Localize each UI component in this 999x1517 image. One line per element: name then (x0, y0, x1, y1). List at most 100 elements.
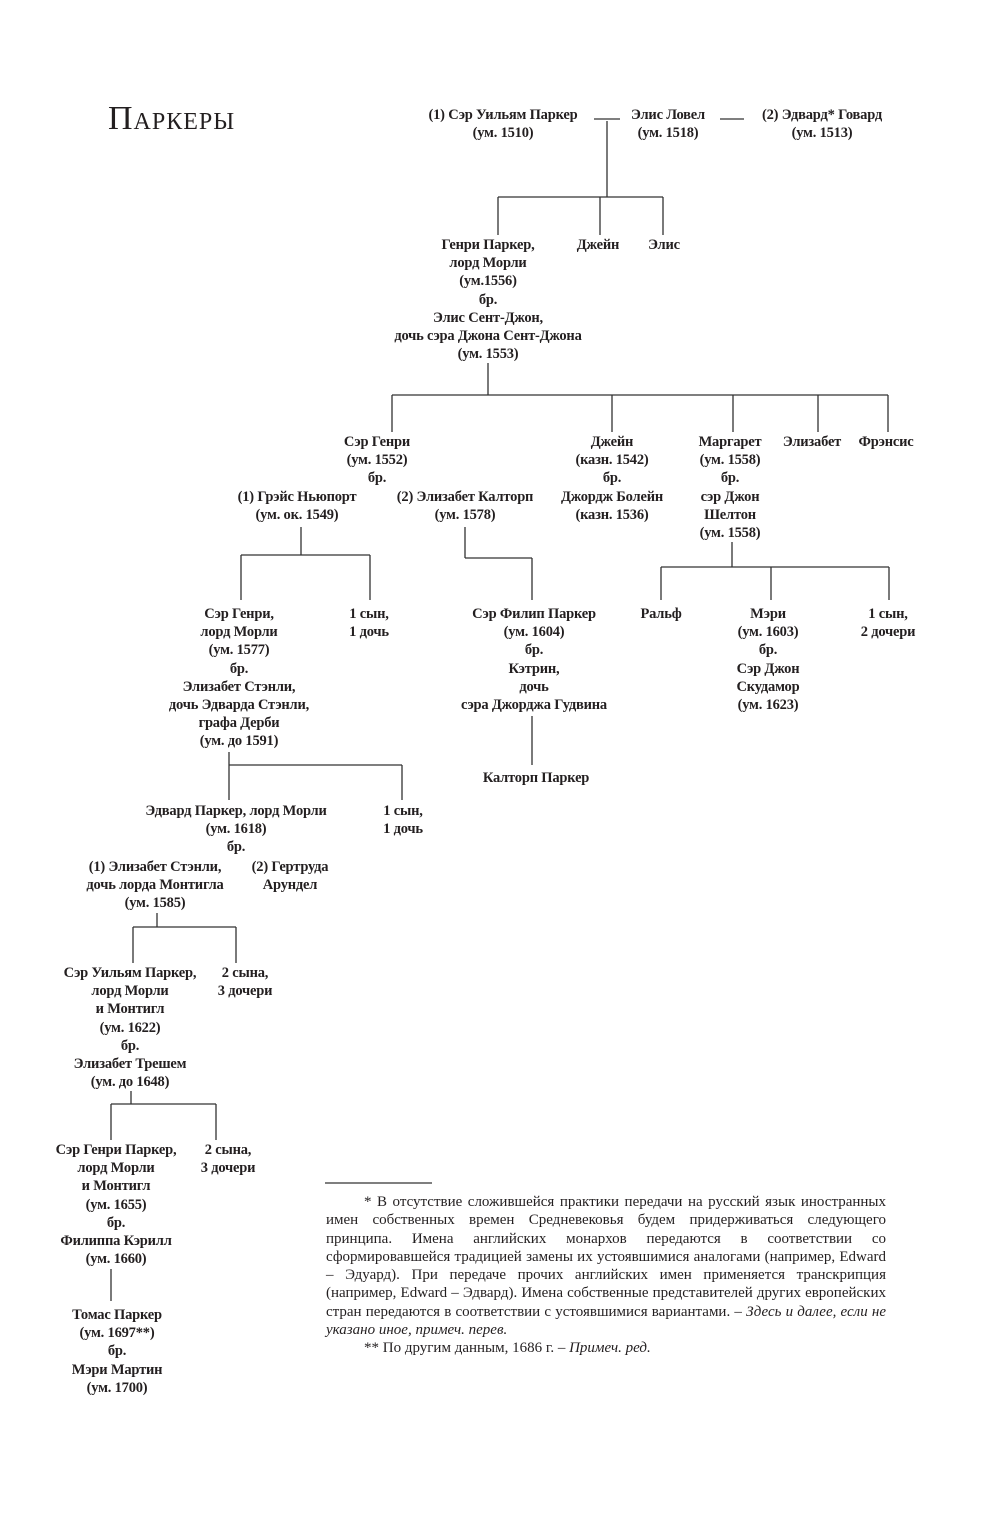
node-line: Маргарет (698, 434, 762, 450)
node-line: (ум. 1623) (737, 697, 799, 714)
node-line: (ум. до 1591) (199, 733, 279, 750)
node-line: Сэр Уильям Паркер, (63, 965, 197, 981)
node-line: (ум.1556) (459, 273, 517, 290)
node-line: Филиппа Кэрилл (60, 1233, 172, 1250)
node-line: Фрэнсис (858, 434, 914, 450)
footnote-2: ** По другим данным, 1686 г. – Примеч. р… (364, 1340, 651, 1357)
node-line: лорд Морли (77, 1160, 155, 1177)
node-line: 1 дочь (349, 624, 389, 641)
children-count-1: 1 сын, 1 дочь (349, 605, 389, 641)
node-line: бр. (720, 470, 740, 487)
node-line: Джейн (576, 237, 620, 253)
node-line: (ум. 1622) (99, 1019, 161, 1036)
node-line: (ум. 1585) (124, 895, 186, 912)
node-line: (ум. 1553) (457, 346, 519, 363)
node-line: (ум. 1518) (637, 125, 699, 142)
node-line: Сэр Филип Паркер (472, 606, 596, 622)
node-line: Сэр Генри Паркер, (55, 1142, 177, 1158)
page-title: Паркеры (108, 100, 236, 137)
node-line: Сэр Джон (736, 660, 800, 677)
node-line: лорд Морли (200, 624, 278, 641)
node-line: Шелтон (704, 506, 756, 523)
person-henry-3: Сэр Генри,лорд Морли(ум. 1577)бр.Элизабе… (169, 605, 309, 751)
node-line: (ум. 1655) (85, 1196, 147, 1213)
node-line: Джейн (590, 434, 634, 450)
node-line: 2 дочери (860, 624, 916, 641)
person-ralph: Ральф (640, 605, 681, 623)
node-line: 1 сын, (868, 606, 908, 622)
node-line: (ум. 1603) (737, 624, 799, 641)
node-line: лорд Морли (91, 983, 169, 1000)
node-line: 2 сына, (221, 965, 269, 981)
node-line: (ум. 1697**) (79, 1325, 155, 1342)
node-line: Элизабет (782, 434, 842, 450)
person-elizabeth-stanley: (1) Элизабет Стэнли, дочь лорда Монтигла(… (86, 858, 223, 913)
node-line: и Монтигл (81, 1178, 151, 1195)
node-line: Элизабет Трешем (73, 1056, 187, 1073)
node-line: дочь лорда Монтигла (86, 877, 224, 894)
node-line: Элис (648, 237, 680, 253)
node-line: (ум. 1510) (472, 125, 534, 142)
node-line: (ум. 1513) (791, 125, 853, 142)
node-line: Томас Паркер (72, 1307, 162, 1323)
person-henry-parker-1: Генри Паркер,лорд Морли(ум.1556)бр.Элис … (394, 236, 581, 363)
footnotes: * В отсутствие сложившейся практики пере… (326, 1193, 886, 1358)
node-line: 3 дочери (200, 1160, 256, 1177)
node-line: лорд Морли (449, 255, 527, 272)
node-line: (казн. 1542) (575, 452, 649, 469)
node-line: Джордж Болейн (560, 488, 664, 505)
node-line: Калторп Паркер (482, 770, 590, 786)
node-line: Ральф (640, 606, 682, 622)
person-philip-parker: Сэр Филип Паркер(ум. 1604)бр.Кэтрин,дочь… (461, 605, 607, 714)
person-edward-parker: Эдвард Паркер, лорд Морли(ум. 1618)бр. (145, 802, 326, 857)
node-line: (ум. 1577) (208, 642, 270, 659)
node-line: Кэтрин, (508, 660, 560, 677)
node-line: бр. (106, 1214, 126, 1231)
node-line: 2 сына, (204, 1142, 252, 1158)
children-count-3: 1 сын,1 дочь (383, 802, 423, 838)
children-count-2: 1 сын, 2 дочери (861, 605, 916, 641)
node-line: бр. (524, 642, 544, 659)
person-frances: Фрэнсис (859, 433, 914, 451)
node-line: бр. (478, 291, 498, 308)
node-line: дочь сэра Джона Сент-Джона (394, 328, 582, 345)
person-calthorp-parker: Калторп Паркер (482, 769, 590, 787)
node-line: (2) Элизабет Калторп (396, 489, 534, 505)
person-alice-lovel: Элис Ловел(ум. 1518) (631, 106, 705, 142)
person-jane-2: Джейн(казн. 1542)бр.Джордж Болейн(казн. … (561, 433, 663, 524)
node-line: (ум. 1578) (434, 507, 496, 524)
node-line: Эдвард Паркер, лорд Морли (145, 803, 327, 819)
node-line: (1) Грэйс Ньюпорт (237, 489, 357, 505)
person-elizabeth-1: Элизабет (783, 433, 841, 451)
person-grace-newport: (1) Грэйс Ньюпорт (ум. ок. 1549) (238, 488, 357, 524)
node-line: (ум. 1700) (86, 1379, 148, 1396)
node-line: (ум. 1558) (699, 525, 761, 542)
node-line: (ум. ок. 1549) (255, 507, 339, 524)
person-thomas-parker: Томас Паркер (ум. 1697**)бр.Мэри Мартин(у… (72, 1306, 163, 1397)
node-line: Мэри (750, 606, 786, 622)
node-line: 1 дочь (383, 821, 423, 838)
node-line: бр. (107, 1343, 127, 1360)
node-line: (ум. 1604) (503, 624, 565, 641)
person-alice-1: Элис (648, 236, 680, 254)
node-line: 1 сын, (349, 606, 389, 622)
node-line: (1) Сэр Уильям Паркер (428, 107, 578, 123)
node-line: (2) Гертруда (251, 859, 329, 875)
node-line: Элис Сент-Джон, (433, 309, 543, 326)
node-line: сэр Джон (700, 488, 760, 505)
node-line: Арундел (262, 877, 318, 894)
node-line: бр. (367, 470, 387, 487)
node-line: Мэри Мартин (71, 1361, 163, 1378)
person-elizabeth-calthorp: (2) Элизабет Калторп (ум. 1578) (396, 488, 534, 524)
node-line: бр. (120, 1037, 140, 1054)
node-line: бр. (226, 839, 246, 856)
node-line: (1) Элизабет Стэнли, (88, 859, 222, 875)
node-line: (ум. 1552) (346, 452, 408, 469)
node-line: бр. (229, 660, 249, 677)
children-count-5: 2 сына, 3 дочери (201, 1141, 256, 1177)
person-henry-2: Сэр Генри(ум. 1552)бр. (344, 433, 410, 488)
node-line: (2) Эдвард* Говард (761, 107, 883, 123)
